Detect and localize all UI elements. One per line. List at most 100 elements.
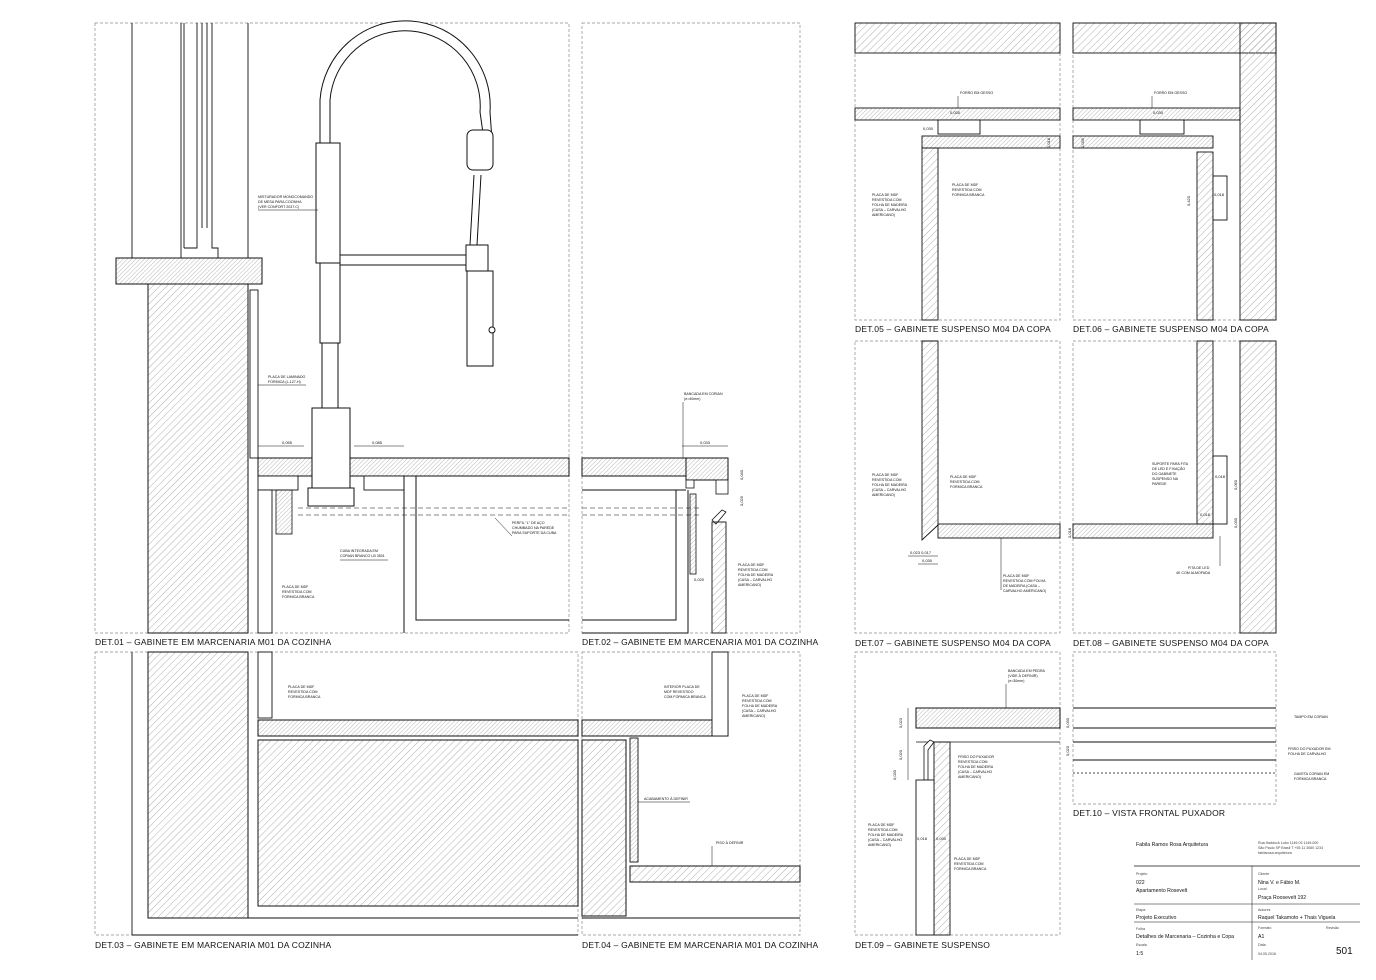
note-bancada-corian: BANCADA EM CORIAN (e=40mm) xyxy=(684,392,724,401)
note-placa-mdf-07b: PLACA DE MDF REVESTIDA COM FORMICA BRANC… xyxy=(950,475,983,489)
note-placa-laminado: PLACA DE LAMINADO FORMICA (L-127-H) xyxy=(268,375,306,384)
dim-02c: 0,025 xyxy=(739,495,744,506)
note-bancada-pedra: BANCADA EM PEDRA (VIDE À DEFINIR) (e=30m… xyxy=(1008,669,1046,683)
tb-autores-label: Autores xyxy=(1258,908,1271,912)
note-placa-mdf-09b: PLACA DE MDF REVESTIDA COM FORMICA BRANC… xyxy=(954,857,987,871)
dim-09a: 0,023 xyxy=(898,717,903,728)
dim-02b: 0,040 xyxy=(739,469,744,480)
detail-04: INTERIOR PLACA DE MDF REVESTIDO COM FORM… xyxy=(581,651,819,950)
detail-09: BANCADA EM PEDRA (VIDE À DEFINIR) (e=30m… xyxy=(854,651,1061,950)
note-vista-10a: TAMPO EM CORIAN xyxy=(1294,715,1328,719)
tb-local-label: Local xyxy=(1258,887,1267,891)
tb-office: Fabila Ramos Rosa Arquitetura xyxy=(1136,842,1208,848)
note-vista-10b: FRISO DO PUXADOR EM FOLHA DE CARVALHO xyxy=(1288,747,1332,756)
detail-10: 0,030 0,020 TAMPO EM CORIAN FRISO DO PUX… xyxy=(1065,651,1332,818)
caption-det05: DET.05 – GABINETE SUSPENSO M04 DA COPA xyxy=(855,324,1051,334)
tb-projeto-name: Apartamento Rosevelt xyxy=(1136,888,1188,894)
dim-09b: 0,020 xyxy=(898,749,903,760)
caption-det07: DET.07 – GABINETE SUSPENSO M04 DA COPA xyxy=(855,638,1051,648)
dim-06c: 0,018 xyxy=(1214,192,1225,197)
tb-formato-label: Formato xyxy=(1258,926,1271,930)
dim-09e: 0,030 xyxy=(936,836,947,841)
dim-06a: 0,030 xyxy=(1153,110,1164,115)
tb-projeto-label: Projeto xyxy=(1136,872,1147,876)
caption-det08: DET.08 – GABINETE SUSPENSO M04 DA COPA xyxy=(1073,638,1269,648)
dim-01a: 0,055 xyxy=(282,440,293,445)
caption-det09: DET.09 – GABINETE SUSPENSO xyxy=(855,940,990,950)
dim-05b: 0,030 xyxy=(923,126,934,131)
dim-06b: 0,035 xyxy=(1080,137,1085,148)
dim-10b: 0,020 xyxy=(1065,745,1070,756)
caption-det01: DET.01 – GABINETE EM MARCENARIA M01 DA C… xyxy=(95,637,332,647)
dim-02a: 0,033 xyxy=(700,440,711,445)
note-vista-10c: GAVETA CORIAN EM FORMICA BRANCA xyxy=(1294,772,1330,781)
detail-07: 0,018 0,023 0,017 0,030 PLACA DE MDF REV… xyxy=(854,340,1072,648)
tb-cliente: Nina V. e Fábio M. xyxy=(1258,880,1300,886)
tb-data-label: Data xyxy=(1258,943,1266,947)
tb-escala-label: Escala xyxy=(1136,943,1147,947)
dim-08a: 0,018 xyxy=(1215,474,1226,479)
note-piso: PISO À DEFINIR xyxy=(716,841,744,845)
note-placa-mdf-04: PLACA DE MDF REVESTIDA COM FOLHA DE MADE… xyxy=(742,694,778,718)
note-fita-led: FITA DE LED 4K COM ALMOFADA xyxy=(1176,566,1211,575)
tb-cliente-label: Cliente xyxy=(1258,872,1269,876)
note-perfil: PERFIL "L" DE AÇO CHUMBADO NA PAREDE PAR… xyxy=(512,521,557,535)
dim-08b: 0,060 xyxy=(1233,479,1238,490)
tb-rev-label: Revisão xyxy=(1326,926,1339,930)
dim-06d: 0,420 xyxy=(1186,195,1191,206)
caption-det02: DET.02 – GABINETE EM MARCENARIA M01 DA C… xyxy=(582,637,819,647)
note-placa-mdf-07c: PLACA DE MDF REVESTIDA COM FOLHA DE MADE… xyxy=(1003,574,1046,593)
tb-address: Rua Haddock Lobo 1146 03 1149-000 São Pa… xyxy=(1258,841,1324,855)
tb-folha-label: Folha xyxy=(1136,927,1145,931)
tb-etapa-label: Etapa xyxy=(1136,908,1145,912)
note-interior-placa: INTERIOR PLACA DE MDF REVESTIDO COM FORM… xyxy=(664,685,706,699)
note-puxador-09: FRISO DO PUXADOR REVESTIDA COM FOLHA DE … xyxy=(958,755,995,779)
note-misturador: MISTURADOR MONOCOMANDO DE MESA PARA COZI… xyxy=(258,195,314,209)
note-cuba: CUBA INTEGRADA EM CORIAN BRANCO LB 3501 xyxy=(340,549,385,558)
dim-09d: 0,018 xyxy=(917,836,928,841)
tb-projeto-num: 022 xyxy=(1136,880,1145,886)
tb-sheet-number: 501 xyxy=(1336,946,1353,957)
tb-folha-title: Detalhes de Marcenaria – Cozinha e Copa xyxy=(1136,934,1234,940)
dim-07b: 0,023 0,017 xyxy=(910,550,932,555)
faucet xyxy=(307,20,496,507)
dim-09c: 0,030 xyxy=(892,769,897,780)
note-forro-06: FORRO EM GESSO xyxy=(1154,91,1187,95)
title-block: Fabila Ramos Rosa Arquitetura Rua Haddoc… xyxy=(1134,841,1360,960)
tb-etapa: Projeto Executivo xyxy=(1136,915,1176,921)
dim-10a: 0,030 xyxy=(1065,717,1070,728)
note-placa-mdf-03: PLACA DE MDF REVESTIDA COM FORMICA BRANC… xyxy=(288,685,321,699)
detail-01: MISTURADOR MONOCOMANDO DE MESA PARA COZI… xyxy=(94,20,570,647)
detail-08: 0,018 0,060 0,018 0,030 SUPORTE PARA FIT… xyxy=(1072,340,1277,648)
detail-03: PLACA DE MDF REVESTIDA COM FORMICA BRANC… xyxy=(94,651,579,950)
caption-det10: DET.10 – VISTA FRONTAL PUXADOR xyxy=(1073,808,1225,818)
note-acabamento: ACABAMENTO À DEFINIR xyxy=(644,797,688,801)
detail-02: 0,033 0,040 0,025 0,020 BANCADA EM CORIA… xyxy=(581,22,819,647)
note-forro-05: FORRO EM GESSO xyxy=(960,91,993,95)
dim-08d: 0,030 xyxy=(1233,517,1238,528)
detail-05: FORRO EM GESSO 0,030 0,030 0,018 PLACA D… xyxy=(854,22,1061,334)
caption-det06: DET.06 – GABINETE SUSPENSO M04 DA COPA xyxy=(1073,324,1269,334)
note-suporte-08: SUPORTE PARA FITA DE LED E FIXAÇÃO DO GA… xyxy=(1152,462,1189,486)
dim-02d: 0,020 xyxy=(694,577,705,582)
note-placa-mdf-02: PLACA DE MDF REVESTIDA COM FOLHA DE MADE… xyxy=(738,563,774,587)
detail-06: FORRO EM GESSO 0,030 0,035 0,018 0,420 D… xyxy=(1072,22,1277,334)
dim-07a: 0,018 xyxy=(1067,527,1072,538)
tb-local: Praça Roosevelt 192 xyxy=(1258,895,1306,901)
note-placa-mdf-01: PLACA DE MDF REVESTIDA COM FORMICA BRANC… xyxy=(282,585,315,599)
dim-08c: 0,018 xyxy=(1200,512,1211,517)
dim-07c: 0,030 xyxy=(922,558,933,563)
note-placa-mdf-05a: PLACA DE MDF REVESTIDA COM FOLHA DE MADE… xyxy=(872,193,908,217)
caption-det04: DET.04 – GABINETE EM MARCENARIA M01 DA C… xyxy=(582,940,819,950)
caption-det03: DET.03 – GABINETE EM MARCENARIA M01 DA C… xyxy=(95,940,332,950)
note-placa-mdf-07a: PLACA DE MDF REVESTIDA COM FOLHA DE MADE… xyxy=(872,473,908,497)
tb-formato: A1 xyxy=(1258,934,1264,940)
note-placa-mdf-09a: PLACA DE MDF REVESTIDA COM FOLHA DE MADE… xyxy=(868,823,904,847)
note-placa-mdf-05b: PLACA DE MDF REVESTIDA COM FORMICA BRANC… xyxy=(952,183,985,197)
dim-05a: 0,030 xyxy=(950,110,961,115)
tb-escala: 1:5 xyxy=(1136,951,1143,957)
tb-autores: Raquel Takamoto + Thais Viguela xyxy=(1258,915,1336,921)
tb-data: 04.05.2016 xyxy=(1258,952,1276,956)
dim-01b: 0,085 xyxy=(372,440,383,445)
